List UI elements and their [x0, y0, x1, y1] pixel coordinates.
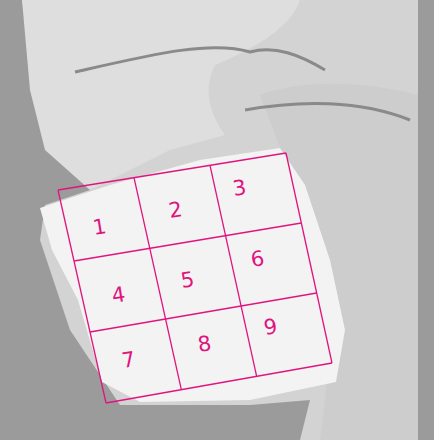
grid-line: [286, 153, 332, 363]
tissue-shape: [22, 0, 418, 440]
bone-contour: [245, 103, 410, 120]
grid-line: [210, 165, 257, 376]
grid-line: [106, 363, 332, 403]
grid-line: [58, 153, 286, 190]
callout-number: 9: [263, 316, 279, 339]
white-region: [40, 148, 345, 402]
callout-number: 2: [168, 199, 184, 222]
callout-number: 6: [250, 248, 266, 271]
bone-contour: [75, 48, 325, 72]
grid-line: [74, 223, 301, 261]
callout-number: 4: [111, 284, 127, 307]
callout-number: 7: [121, 349, 137, 372]
callout-number: 5: [180, 269, 196, 292]
grid-lines: [58, 153, 332, 403]
callout-number: 1: [92, 216, 108, 239]
callout-number: 3: [232, 177, 248, 200]
callout-number: 8: [197, 333, 213, 356]
